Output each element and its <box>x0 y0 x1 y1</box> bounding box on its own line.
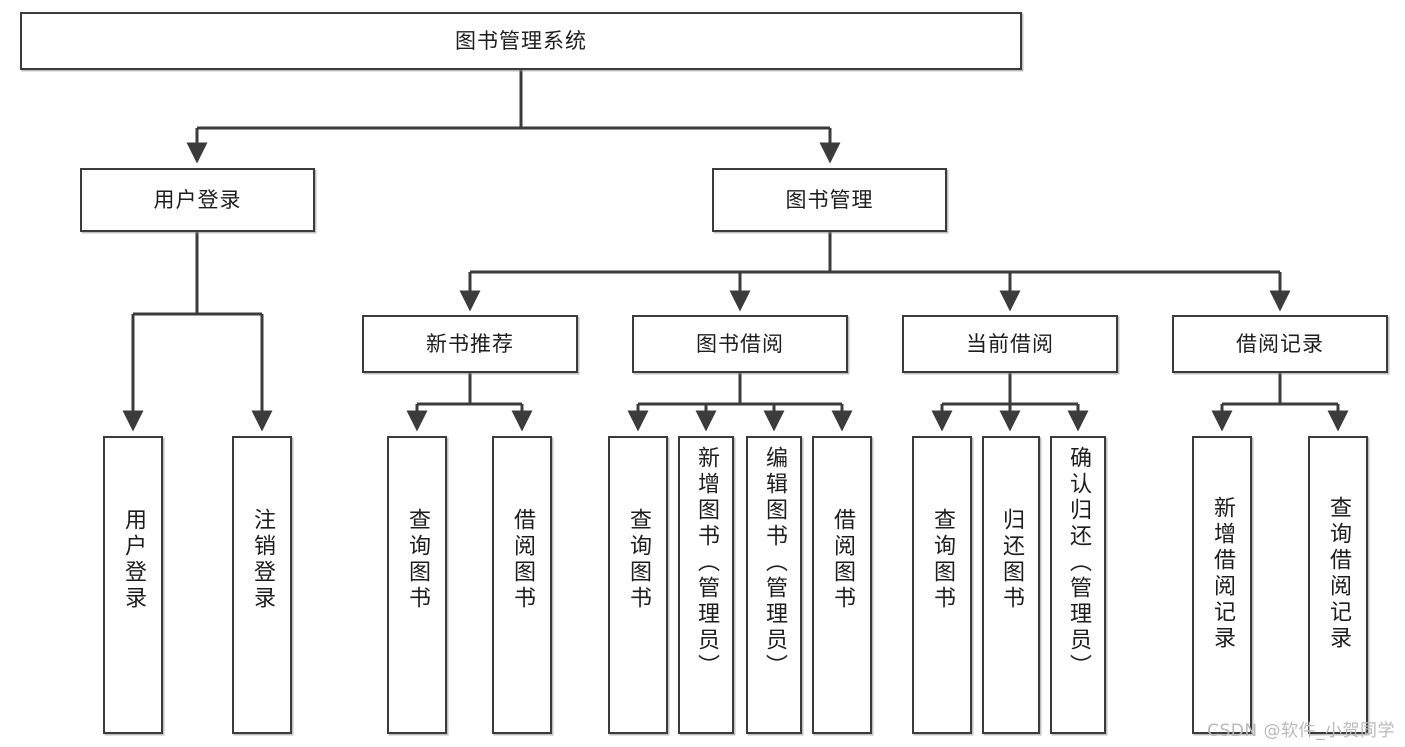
node-label: 查询图书 <box>405 508 430 612</box>
leaf-user-logout[interactable]: 注销登录 <box>232 436 292 734</box>
node-current-borrow[interactable]: 当前借阅 <box>902 315 1118 373</box>
node-user-login[interactable]: 用户登录 <box>80 168 315 232</box>
node-label: 查询图书 <box>626 508 651 612</box>
node-label: 借阅图书 <box>510 508 535 612</box>
leaf-user-login[interactable]: 用户登录 <box>103 436 163 734</box>
leaf-confirm-return[interactable]: 确认归还（管理员） <box>1050 436 1106 734</box>
node-label: 查询借阅记录 <box>1326 496 1351 652</box>
leaf-borrow-book-borrow[interactable]: 借阅图书 <box>812 436 872 734</box>
leaf-add-borrow-record[interactable]: 新增借阅记录 <box>1192 436 1252 734</box>
node-label: 用户登录 <box>121 508 146 612</box>
node-label: 借阅图书 <box>830 508 855 612</box>
node-label: 查询图书 <box>930 508 955 612</box>
node-label: 新增借阅记录 <box>1210 496 1235 652</box>
node-label: 图书管理系统 <box>455 28 587 53</box>
leaf-query-book-current[interactable]: 查询图书 <box>912 436 972 734</box>
node-label: 新增图书（管理员） <box>694 446 719 680</box>
node-label: 图书借阅 <box>696 331 784 356</box>
leaf-return-book[interactable]: 归还图书 <box>982 436 1040 734</box>
node-label: 注销登录 <box>250 508 275 612</box>
node-label: 用户登录 <box>153 187 242 212</box>
node-borrow-record[interactable]: 借阅记录 <box>1172 315 1388 373</box>
node-label: 当前借阅 <box>966 331 1054 356</box>
node-book-borrow[interactable]: 图书借阅 <box>632 315 848 373</box>
node-label: 编辑图书（管理员） <box>762 446 787 680</box>
node-label: 借阅记录 <box>1236 331 1324 356</box>
node-label: 新书推荐 <box>426 331 514 356</box>
leaf-borrow-book-recommend[interactable]: 借阅图书 <box>492 436 552 734</box>
leaf-query-book-recommend[interactable]: 查询图书 <box>387 436 447 734</box>
leaf-query-borrow-record[interactable]: 查询借阅记录 <box>1308 436 1368 734</box>
node-book-manage[interactable]: 图书管理 <box>712 168 947 232</box>
node-label: 归还图书 <box>999 508 1024 612</box>
node-label: 确认归还（管理员） <box>1066 446 1091 680</box>
leaf-query-book-borrow[interactable]: 查询图书 <box>608 436 668 734</box>
node-new-book-recommend[interactable]: 新书推荐 <box>362 315 578 373</box>
leaf-edit-book[interactable]: 编辑图书（管理员） <box>746 436 802 734</box>
leaf-add-book[interactable]: 新增图书（管理员） <box>678 436 734 734</box>
node-book-management-system[interactable]: 图书管理系统 <box>20 12 1022 70</box>
node-label: 图书管理 <box>785 187 874 212</box>
csdn-watermark: CSDN @软件_小贺同学 <box>1207 721 1395 741</box>
